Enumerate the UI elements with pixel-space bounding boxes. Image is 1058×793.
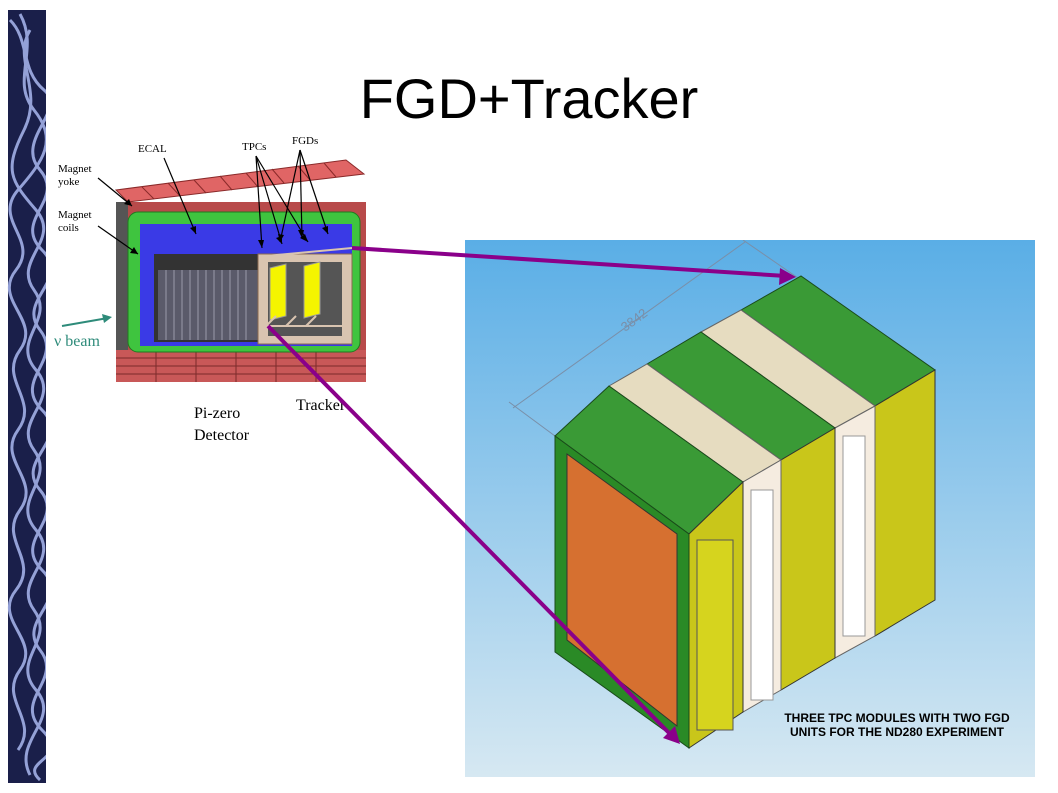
module-3-side — [874, 369, 936, 637]
module-2-side — [780, 427, 836, 691]
label-tpcs: TPCs — [242, 141, 266, 153]
label-fgds: FGDs — [292, 135, 318, 147]
label-beam: ν beam — [54, 333, 100, 350]
decorative-left-strip — [0, 0, 46, 793]
fgd-2 — [303, 261, 321, 319]
beam-arrow — [61, 317, 109, 327]
label-ecal: ECAL — [138, 143, 167, 155]
slide-title: FGD+Tracker — [359, 67, 699, 130]
fgd-1 — [269, 263, 287, 321]
label-magnet-yoke-2: yoke — [58, 176, 80, 188]
render-caption-line1: THREE TPC MODULES WITH TWO FGD — [784, 711, 1010, 725]
render-caption-line2: UNITS FOR THE ND280 EXPERIMENT — [790, 725, 1005, 739]
label-magnet-yoke-1: Magnet — [58, 163, 92, 175]
label-magnet-coils-2: coils — [58, 222, 79, 234]
label-pizero-1: Pi-zero — [194, 405, 240, 422]
pizero-detector — [158, 270, 258, 340]
tpc-fgd-render: 3842 THREE TPC MODULES WITH TWO FGD UNIT… — [465, 240, 1035, 777]
label-pizero-2: Detector — [194, 427, 250, 444]
label-tracker: Tracker — [296, 397, 346, 414]
label-magnet-coils-1: Magnet — [58, 209, 92, 221]
nd280-detector-diagram: Magnet yoke Magnet coils ECAL TPCs FGDs … — [54, 135, 366, 444]
